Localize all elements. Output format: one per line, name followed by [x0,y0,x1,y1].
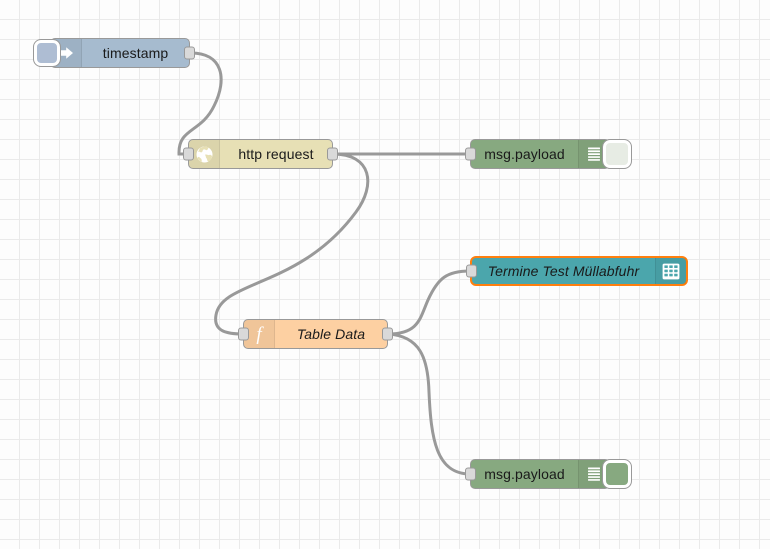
node-debug-msg-payload-bottom[interactable]: msg.payload [465,459,632,489]
globe-icon [189,140,220,168]
inject-button[interactable] [33,39,61,67]
node-inject-timestamp[interactable]: timestamp [33,38,195,68]
output-port[interactable] [382,327,393,341]
debug-toggle-button[interactable] [602,139,632,169]
node-ui-table-termine[interactable]: Termine Test Müllabfuhr [466,256,688,286]
wire-table-data-to-ui-table [386,269,472,336]
output-port[interactable] [184,46,195,60]
input-port[interactable] [466,264,477,278]
input-port[interactable] [465,467,476,481]
function-f-icon: f [244,320,275,348]
input-port[interactable] [465,147,476,161]
node-label-http-request: http request [238,146,314,162]
node-label-debug-top: msg.payload [484,146,565,162]
node-debug-msg-payload-top[interactable]: msg.payload [465,139,632,169]
node-http-request[interactable]: http request [183,139,338,169]
input-port[interactable] [238,327,249,341]
wire-http-request-to-table-data [214,152,370,336]
node-label-timestamp: timestamp [102,45,169,61]
node-label-debug-bottom: msg.payload [484,466,565,482]
node-function-table-data[interactable]: f Table Data [238,319,393,349]
output-port[interactable] [327,147,338,161]
wire-table-data-to-debug-bottom [386,332,472,476]
table-grid-icon [655,258,686,284]
node-label-ui-table: Termine Test Müllabfuhr [487,263,640,279]
node-label-table-data: Table Data [296,326,366,342]
svg-text:f: f [256,324,264,344]
input-port[interactable] [183,147,194,161]
debug-toggle-button[interactable] [602,459,632,489]
